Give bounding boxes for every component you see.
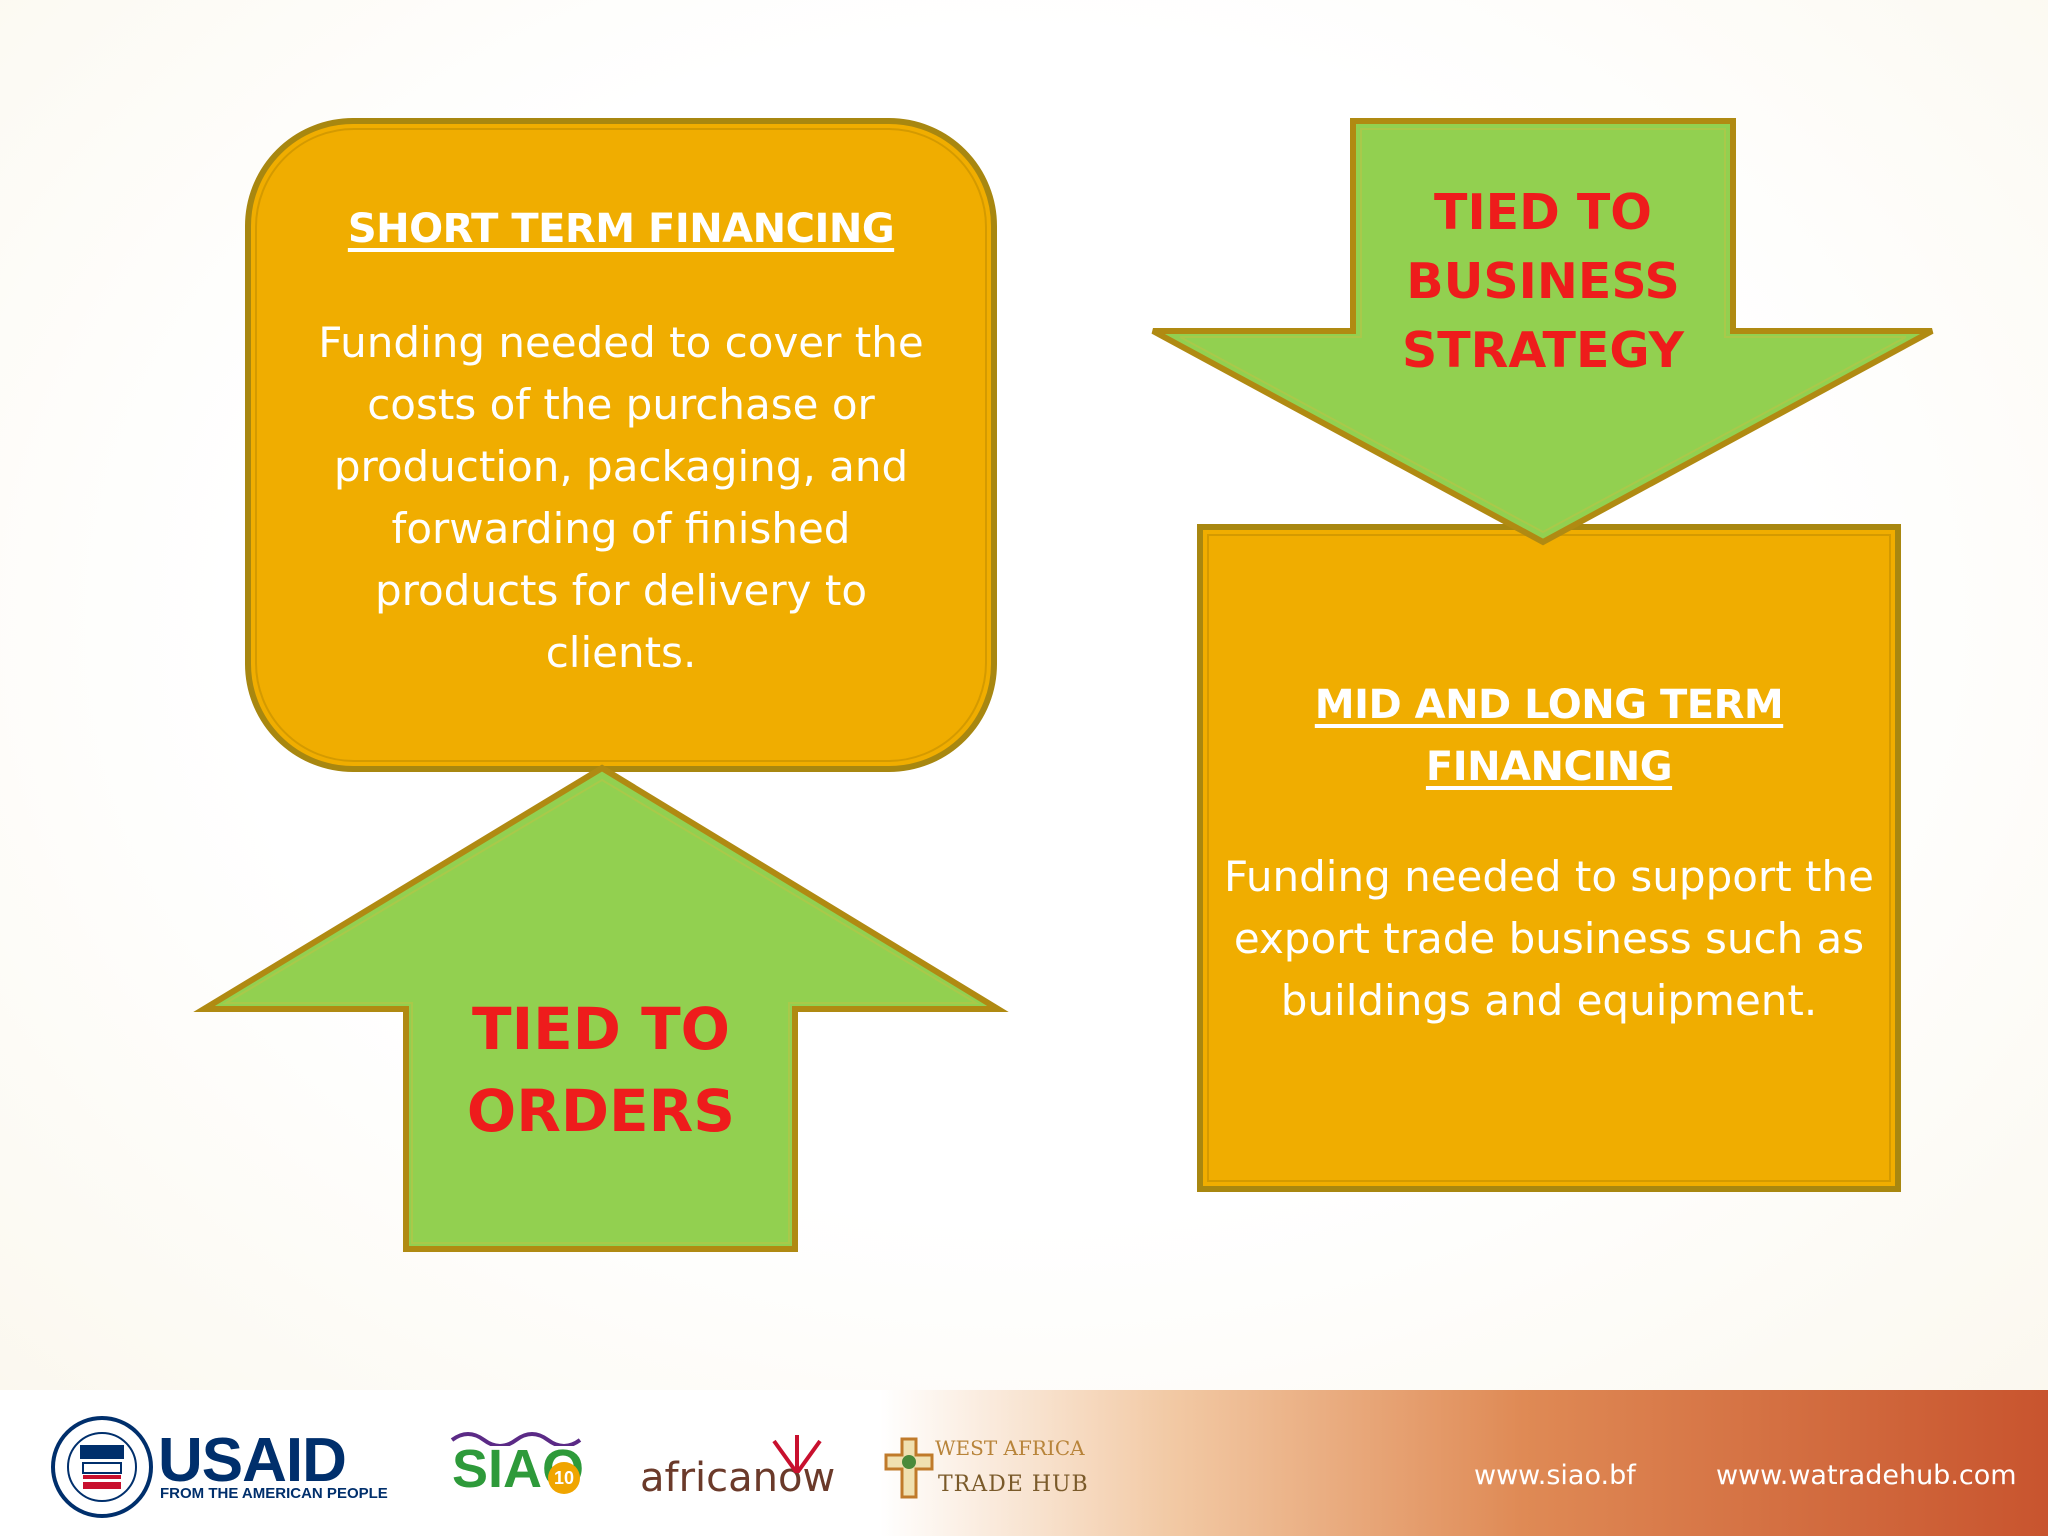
- footer-gradient-band: [880, 1390, 2048, 1536]
- strategy-label-line3: STRATEGY: [1401, 322, 1685, 379]
- strategy-label-line1: TIED TO: [1434, 184, 1652, 241]
- footer-bar: [0, 1390, 2048, 1536]
- trade-hub-cross-icon: [884, 1437, 934, 1499]
- orders-label-line2: ORDERS: [466, 1077, 736, 1145]
- strategy-label-line2: BUSINESS: [1406, 253, 1680, 310]
- trade-hub-logo-line1: WEST AFRICA: [935, 1436, 1085, 1460]
- arrow-up-orders: [193, 764, 1009, 1252]
- usaid-tagline: FROM THE AMERICAN PEOPLE: [160, 1485, 388, 1502]
- africanow-sunburst-icon: [772, 1435, 822, 1473]
- long-term-body: Funding needed to support the export tra…: [1224, 852, 1874, 1025]
- short-term-box: [245, 118, 997, 772]
- short-term-title: SHORT TERM FINANCING: [347, 206, 895, 252]
- siao-10-badge: 10: [548, 1462, 580, 1494]
- short-term-body: Funding needed to cover the costs of the…: [318, 318, 924, 677]
- long-term-title-line2: FINANCING: [1425, 744, 1673, 790]
- trade-hub-logo-line2: TRADE HUB: [938, 1472, 1089, 1497]
- long-term-text: MID AND LONG TERM FINANCING Funding need…: [1214, 674, 1884, 1032]
- orders-label: TIED TO ORDERS: [420, 988, 782, 1152]
- strategy-label: TIED TO BUSINESS STRATEGY: [1353, 178, 1733, 385]
- usaid-logo: USAID: [158, 1426, 347, 1495]
- orders-label-line1: TIED TO: [472, 995, 730, 1063]
- diagram-shapes: [193, 118, 1934, 1252]
- long-term-title-line1: MID AND LONG TERM: [1314, 682, 1784, 728]
- short-term-text: SHORT TERM FINANCING Funding needed to c…: [300, 198, 942, 684]
- watradehub-url[interactable]: www.watradehub.com: [1716, 1460, 2017, 1491]
- usaid-seal-icon: [51, 1416, 153, 1518]
- siao-url[interactable]: www.siao.bf: [1474, 1460, 1636, 1491]
- arrow-down-strategy: [1151, 118, 1934, 546]
- siao-wave-icon: [450, 1432, 582, 1446]
